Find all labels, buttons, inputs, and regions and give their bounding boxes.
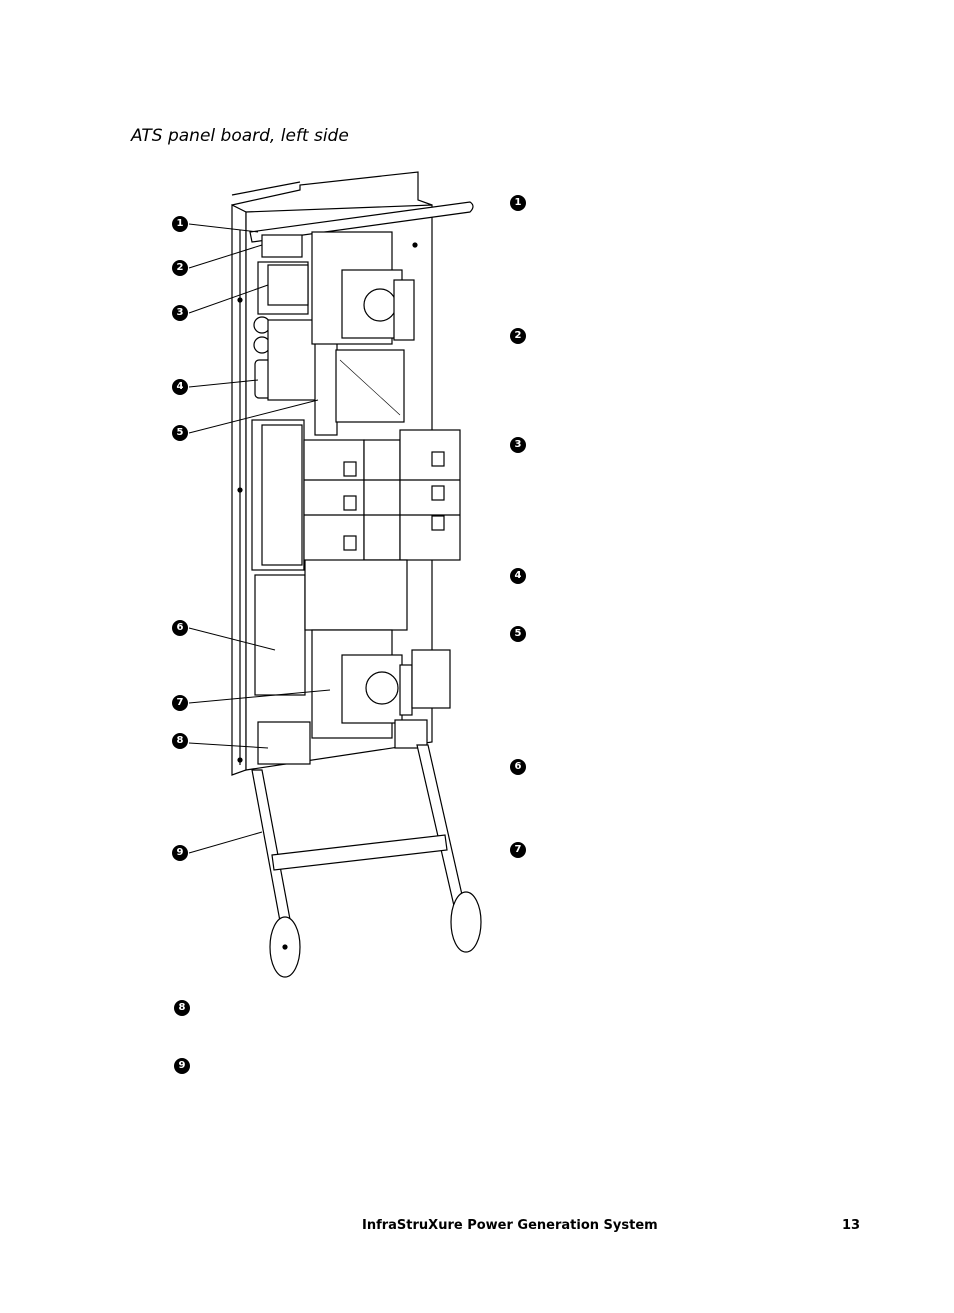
footer-page-number: 13 [842,1218,861,1233]
wheeled-dolly [251,744,482,978]
callout-right-5: 5 [510,626,526,642]
section-title: ATS panel board, left side [131,126,349,146]
callout-left-7: 7 [172,695,188,711]
callout-right-7: 7 [510,842,526,858]
module-rack [251,419,461,571]
callout-left-6: 6 [172,620,188,636]
callout-right-1: 1 [510,195,526,211]
callout-left-5: 5 [172,425,188,441]
callout-right-3: 3 [510,437,526,453]
callout-left-1: 1 [172,216,188,232]
callout-left-4: 4 [172,379,188,395]
upper-left-components [253,234,338,436]
callout-left-9: 9 [172,845,188,861]
callout-left-8: 8 [172,733,188,749]
lower-section [254,559,451,765]
callout-leaders [188,223,331,854]
callout-right-2: 2 [510,328,526,344]
callout-left-3: 3 [172,305,188,321]
callout-right-4: 4 [510,568,526,584]
callout-right-6: 6 [510,759,526,775]
footer-document-title: InfraStruXure Power Generation System [362,1218,658,1233]
callout-bottom-8: 8 [174,1000,190,1016]
callout-bottom-9: 9 [174,1058,190,1074]
upper-breaker [311,231,415,423]
callout-left-2: 2 [172,260,188,276]
